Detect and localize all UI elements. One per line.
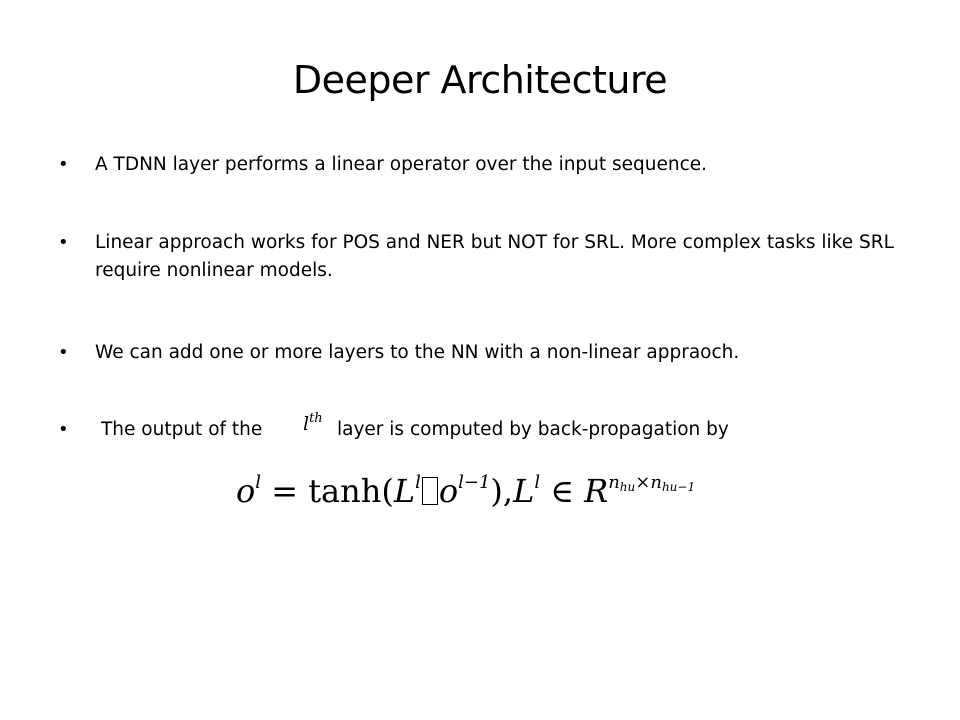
eq-R: R: [584, 472, 609, 510]
eq-in: ∈: [550, 472, 574, 510]
bullet-text: A TDNN layer performs a linear operator …: [95, 154, 708, 175]
missing-glyph-icon: [421, 477, 438, 505]
bullet-dot-icon: •: [58, 232, 69, 253]
eq-R-sup-a: n: [608, 472, 620, 493]
bullet-dot-icon: •: [58, 419, 69, 440]
eq-L: L: [393, 472, 416, 510]
bullet-text-after: layer is computed by back-propagation by: [337, 419, 729, 440]
eq-lhs-base: o: [236, 472, 256, 510]
eq-R-sup-b-sub: hu−1: [661, 480, 696, 494]
bullet-dot-icon: •: [58, 154, 69, 175]
eq-func: tanh(: [308, 472, 394, 510]
eq-o-sup: l−1: [458, 472, 491, 493]
eq-lhs-sup: l: [255, 472, 262, 493]
math-base: l: [303, 413, 310, 435]
eq-L-sup: l: [415, 472, 421, 493]
math-sup: th: [309, 411, 323, 426]
inline-math-lth: lth: [303, 405, 323, 438]
eq-R-sup: nhu×nhu−1: [608, 472, 696, 494]
eq-times: ×: [635, 472, 651, 493]
eq-R-sup-b: n: [650, 472, 662, 493]
bullet-text: Linear approach works for POS and NER bu…: [95, 232, 894, 281]
eq-o: o: [438, 472, 459, 510]
eq-L2-sup: l: [534, 472, 541, 493]
eq-L2: L: [513, 472, 535, 510]
bullet-text: We can add one or more layers to the NN …: [95, 342, 740, 363]
bullet-text-before: The output of the: [101, 419, 263, 440]
slide-title: Deeper Architecture: [292, 58, 668, 102]
eq-equals: =: [271, 472, 299, 510]
bullet-dot-icon: •: [58, 342, 69, 363]
eq-R-sup-a-sub: hu: [619, 480, 636, 494]
eq-close: ),: [490, 472, 514, 510]
